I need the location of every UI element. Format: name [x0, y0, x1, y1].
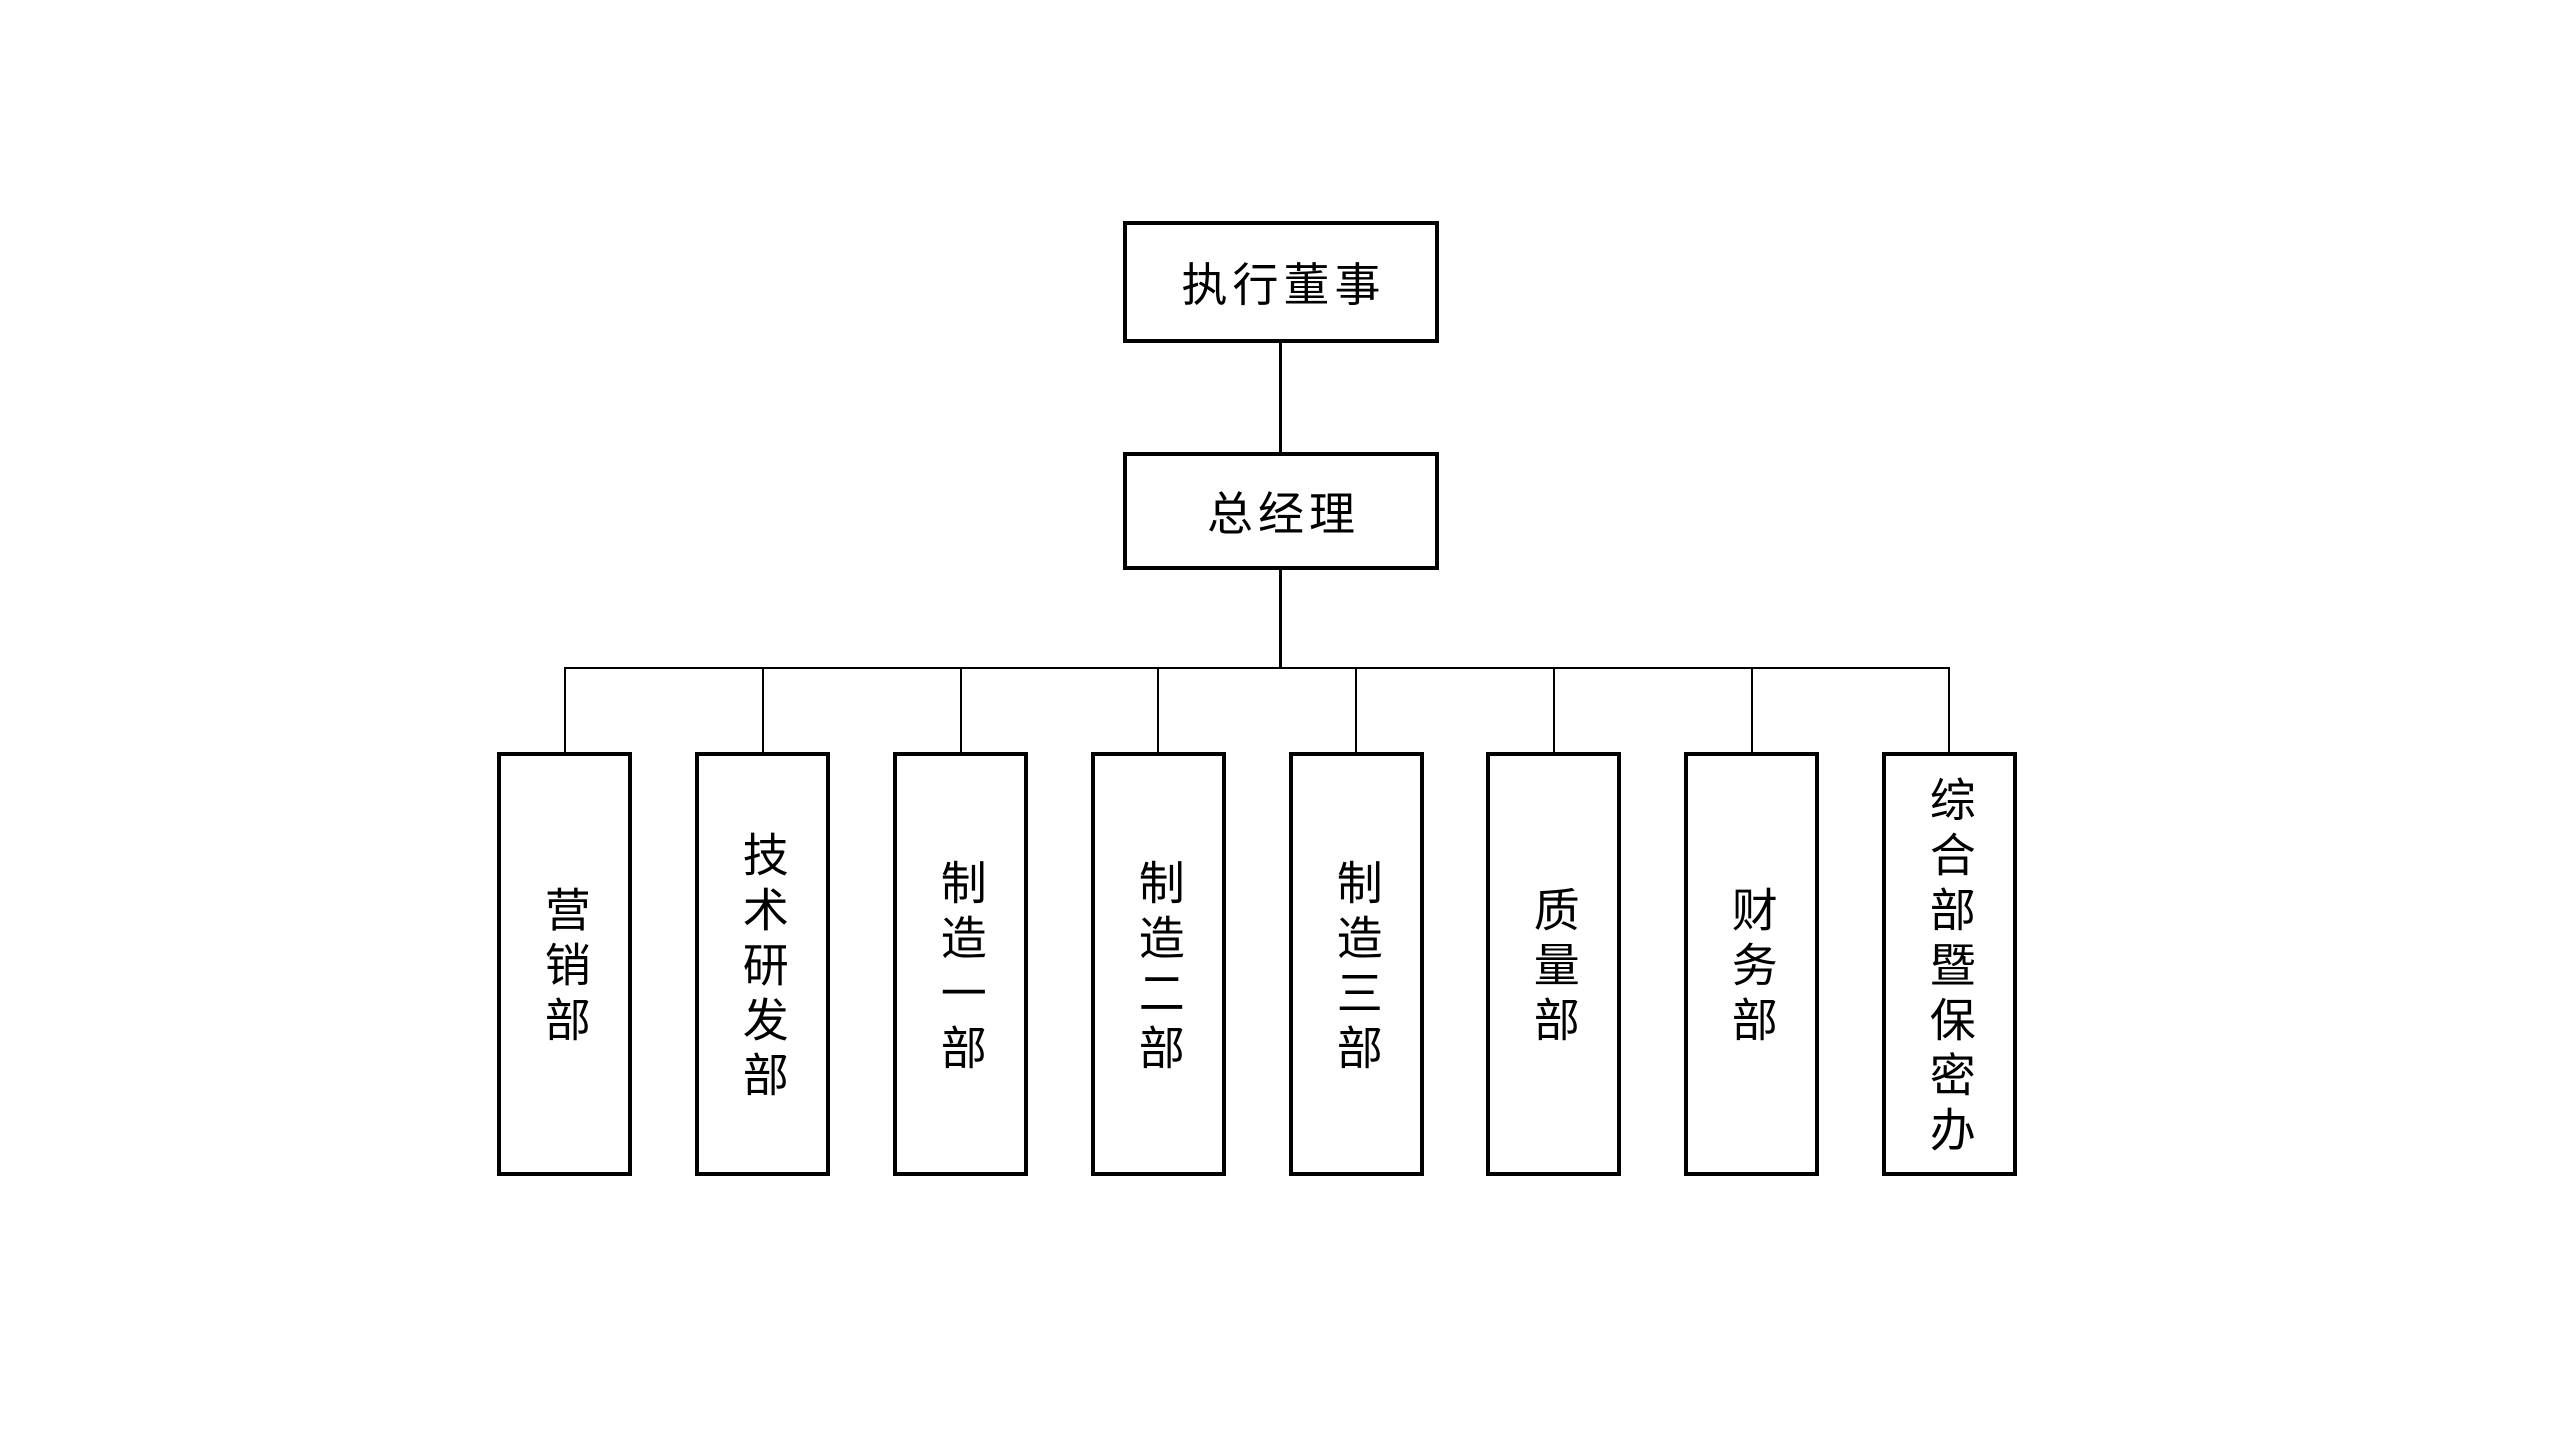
- node-dept-manufacturing-1: 制造一部: [893, 752, 1028, 1176]
- dept-label: 营销部: [537, 886, 592, 1051]
- general-manager-label: 总经理: [1207, 487, 1360, 541]
- connector-bus: [564, 667, 1950, 669]
- dept-label: 制造一部: [933, 858, 988, 1079]
- connector-drop-1: [564, 669, 566, 752]
- dept-label: 综合部暨保密办: [1922, 776, 1977, 1161]
- node-dept-general-affairs-security: 综合部暨保密办: [1882, 752, 2017, 1176]
- connector-drop-3: [960, 669, 962, 752]
- connector-director-gm: [1279, 343, 1282, 452]
- dept-label: 质量部: [1526, 886, 1581, 1051]
- node-dept-tech-rd: 技术研发部: [695, 752, 830, 1176]
- node-dept-marketing: 营销部: [497, 752, 632, 1176]
- executive-director-label: 执行董事: [1181, 258, 1386, 312]
- dept-label: 制造三部: [1329, 858, 1384, 1079]
- node-dept-manufacturing-2: 制造二部: [1091, 752, 1226, 1176]
- node-general-manager: 总经理: [1123, 452, 1439, 570]
- dept-label: 技术研发部: [735, 831, 790, 1106]
- node-dept-manufacturing-3: 制造三部: [1289, 752, 1424, 1176]
- node-executive-director: 执行董事: [1123, 221, 1439, 343]
- connector-drop-8: [1948, 669, 1950, 752]
- node-dept-quality: 质量部: [1486, 752, 1621, 1176]
- connector-drop-6: [1553, 669, 1555, 752]
- connector-drop-5: [1355, 669, 1357, 752]
- connector-drop-7: [1751, 669, 1753, 752]
- connector-gm-bus: [1279, 570, 1282, 667]
- dept-label: 制造二部: [1131, 858, 1186, 1079]
- connector-drop-2: [762, 669, 764, 752]
- dept-label: 财务部: [1724, 886, 1779, 1051]
- node-dept-finance: 财务部: [1684, 752, 1819, 1176]
- connector-drop-4: [1157, 669, 1159, 752]
